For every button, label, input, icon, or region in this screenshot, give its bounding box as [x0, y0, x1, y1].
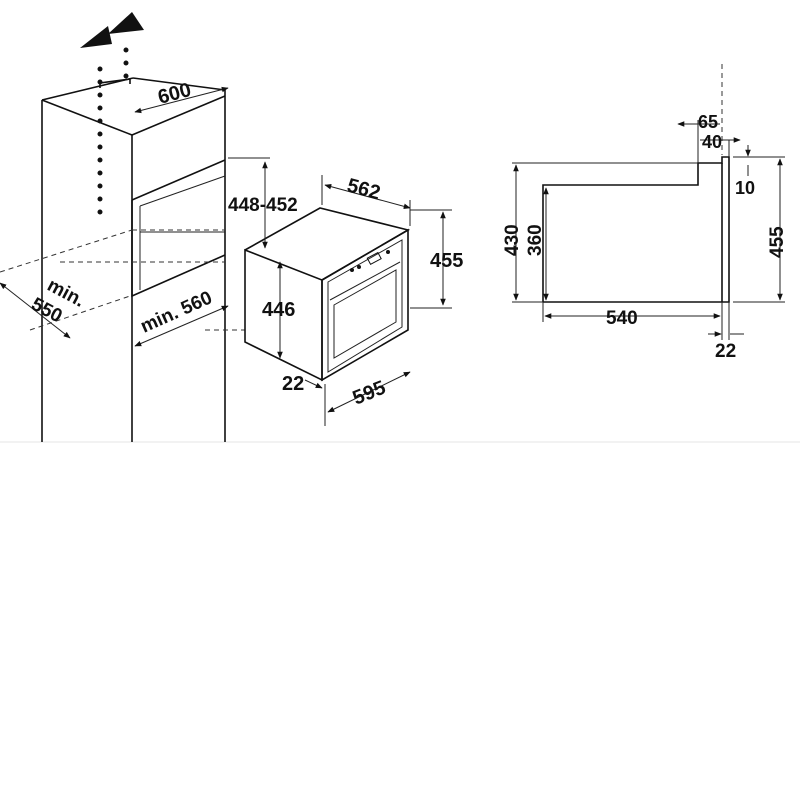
dimension-lines: [0, 86, 783, 426]
side-65-label: 65: [698, 112, 718, 132]
dim-600-label: 600: [156, 79, 194, 109]
dim-min-560-label: min. 560: [137, 287, 215, 337]
dim-446-label: 446: [262, 299, 295, 321]
side-22-label: 22: [715, 341, 736, 362]
dim-562-label: 562: [345, 175, 383, 205]
side-430-label: 430: [502, 224, 523, 256]
side-view-drawing: [512, 64, 785, 340]
dim-455-oven-label: 455: [430, 250, 463, 272]
dim-595-label: 595: [350, 377, 389, 410]
cabinet-drawing: [0, 12, 245, 442]
side-360-label: 360: [525, 224, 546, 256]
dim-22-front-label: 22: [282, 373, 304, 395]
airflow-arrows-icon: [80, 12, 144, 215]
dim-448-452-label: 448-452: [228, 195, 298, 216]
oven-drawing: [244, 207, 411, 382]
side-540-label: 540: [606, 308, 638, 329]
side-10-label: 10: [735, 178, 755, 198]
side-455-label: 455: [767, 226, 788, 258]
side-40-label: 40: [702, 132, 722, 152]
